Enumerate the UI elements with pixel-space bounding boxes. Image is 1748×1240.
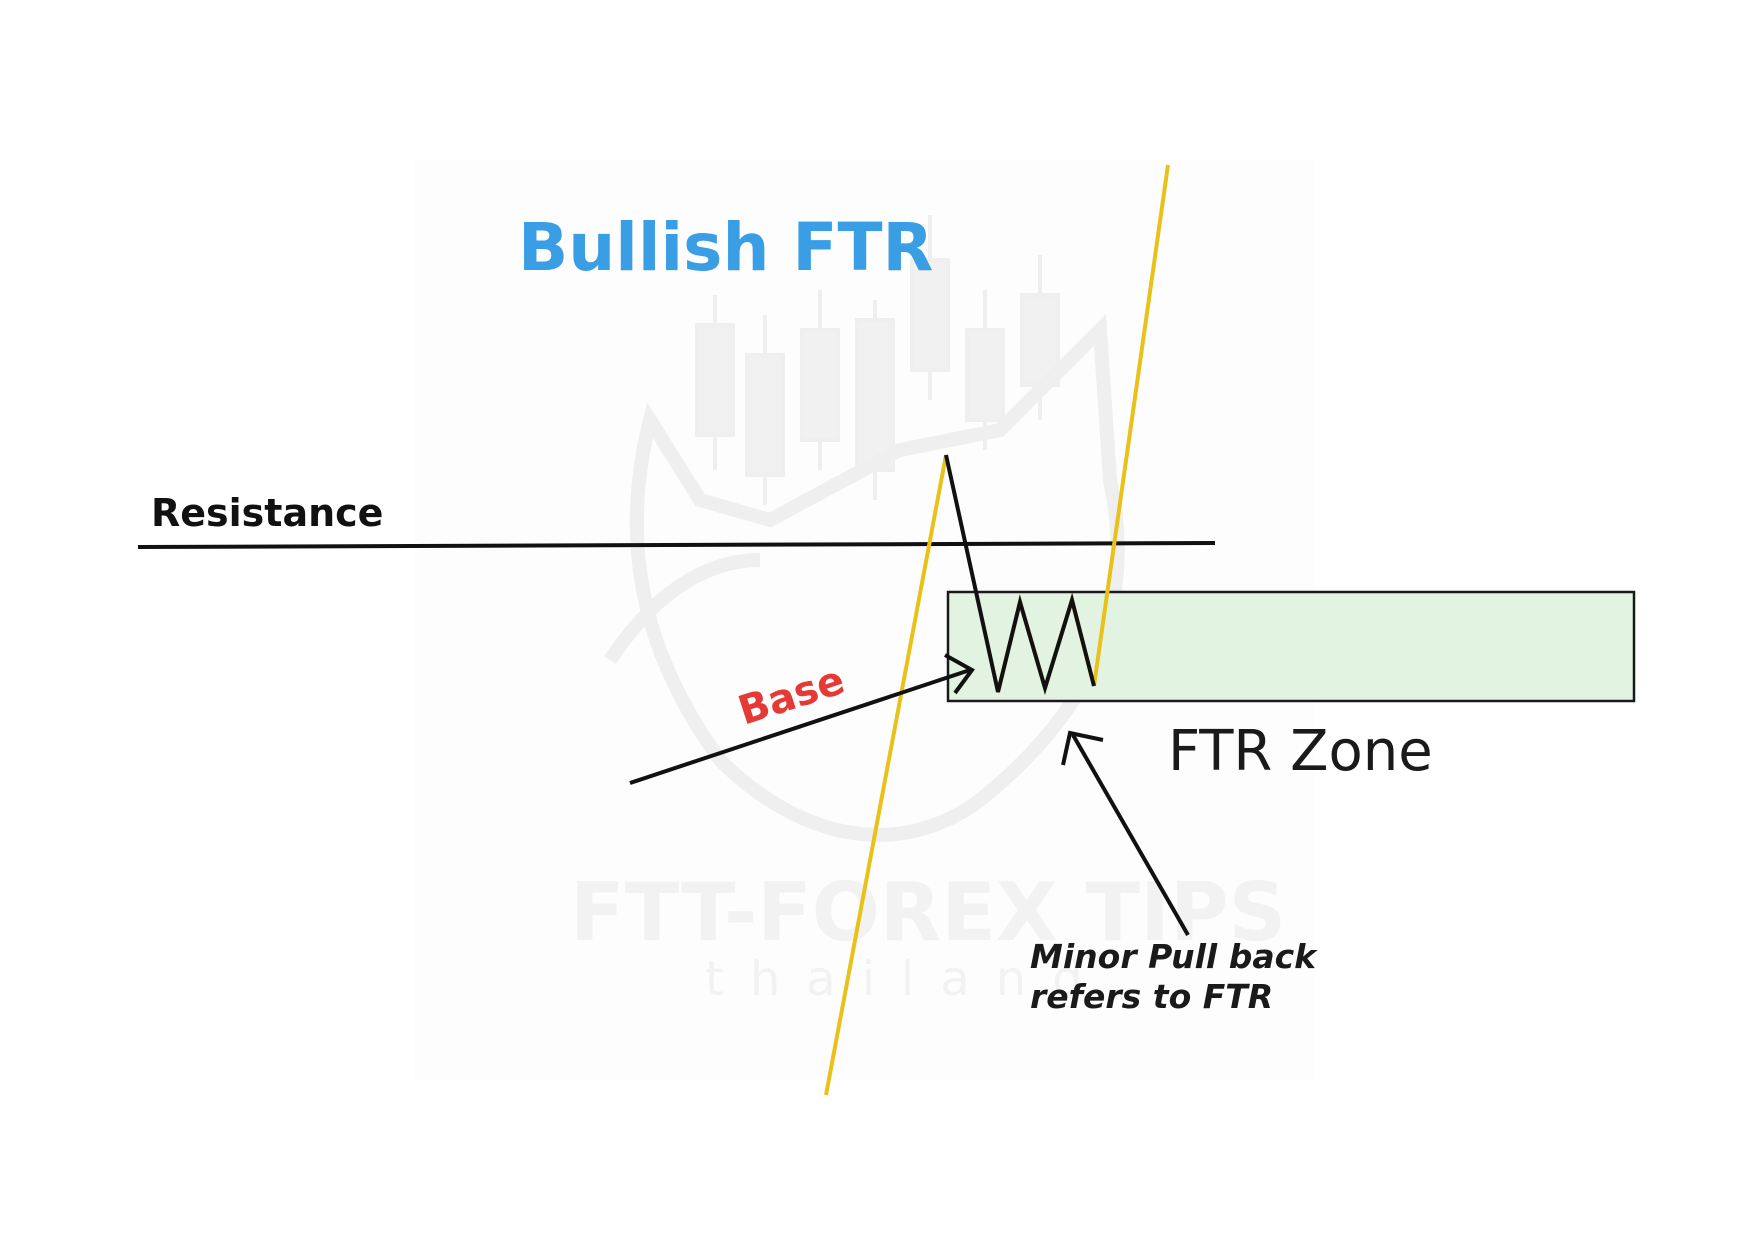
pullback-arrow-line xyxy=(1071,734,1190,936)
base-arrow-head xyxy=(944,653,975,695)
watermark-subtitle: thailand xyxy=(705,951,1109,1007)
watermark-title: FTT-FOREX TIPS xyxy=(570,866,1286,959)
pullback-note-line1: Minor Pull back xyxy=(1030,937,1318,976)
ftr-zone-label: FTR Zone xyxy=(1168,719,1433,784)
diagram-title: Bullish FTR xyxy=(518,209,933,286)
price-line-breakout xyxy=(1092,164,1170,687)
pullback-note-line2: refers to FTR xyxy=(1030,977,1273,1016)
pullback-zigzag xyxy=(944,454,1096,695)
resistance-label: Resistance xyxy=(151,491,383,535)
base-arrow-line xyxy=(629,668,971,785)
price-line-rally xyxy=(824,454,948,1096)
pullback-arrow-head xyxy=(1061,730,1104,766)
resistance-line xyxy=(137,541,1216,549)
ftr-zone-box xyxy=(946,590,1636,703)
